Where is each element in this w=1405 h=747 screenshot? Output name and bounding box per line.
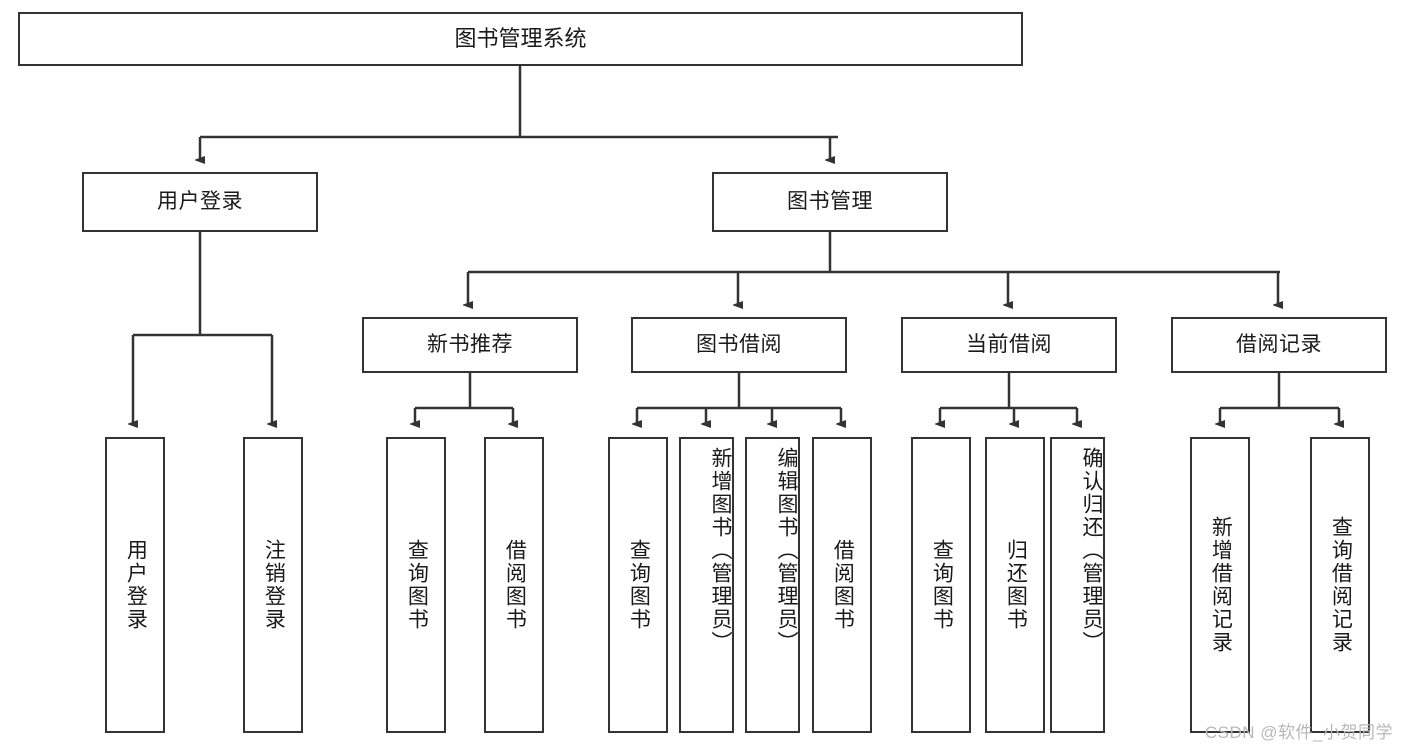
node-book-borrow[interactable]: 图书借阅 [631, 317, 847, 373]
leaf-add-book-admin[interactable]: 新增图书（管理员） [679, 437, 734, 733]
node-borrow-record[interactable]: 借阅记录 [1171, 317, 1387, 373]
leaf-query-book-current[interactable]: 查询图书 [911, 437, 971, 733]
leaf-borrow-book[interactable]: 借阅图书 [812, 437, 872, 733]
node-new-book-recommend[interactable]: 新书推荐 [362, 317, 578, 373]
leaf-edit-book-admin[interactable]: 编辑图书（管理员） [745, 437, 800, 733]
node-current-borrow[interactable]: 当前借阅 [901, 317, 1117, 373]
leaf-confirm-return-admin[interactable]: 确认归还（管理员） [1050, 437, 1105, 733]
leaf-query-book-recommend[interactable]: 查询图书 [386, 437, 446, 733]
leaf-query-book-borrow[interactable]: 查询图书 [608, 437, 668, 733]
leaf-borrow-book-recommend[interactable]: 借阅图书 [484, 437, 544, 733]
node-root-system[interactable]: 图书管理系统 [18, 12, 1023, 66]
csdn-watermark: CSDN @软件_小贺同学 [1204, 723, 1393, 742]
leaf-return-book[interactable]: 归还图书 [985, 437, 1045, 733]
leaf-logout[interactable]: 注销登录 [243, 437, 303, 733]
leaf-query-borrow-record[interactable]: 查询借阅记录 [1310, 437, 1370, 733]
node-user-login[interactable]: 用户登录 [82, 172, 318, 232]
leaf-user-login[interactable]: 用户登录 [105, 437, 165, 733]
node-book-manage[interactable]: 图书管理 [712, 172, 948, 232]
leaf-add-borrow-record[interactable]: 新增借阅记录 [1190, 437, 1250, 733]
